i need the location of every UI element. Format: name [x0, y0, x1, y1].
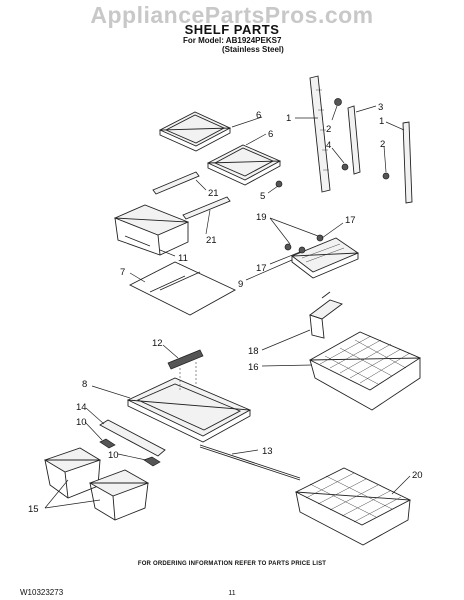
callout-12: 12: [152, 338, 163, 349]
callout-14: 14: [76, 402, 87, 413]
part-screw-5[interactable]: [275, 180, 283, 188]
part-rail-21b[interactable]: [182, 196, 231, 220]
callout-9: 9: [238, 279, 243, 290]
callout-7: 7: [120, 267, 125, 278]
document-number: W10323273: [20, 588, 64, 597]
callout-15: 15: [28, 504, 39, 515]
ordering-note: FOR ORDERING INFORMATION REFER TO PARTS …: [137, 561, 327, 567]
callout-5: 5: [260, 191, 265, 202]
callout-4: 4: [326, 140, 331, 151]
callout-19: 19: [256, 212, 267, 223]
part-upper-shelf-6b[interactable]: [206, 144, 282, 186]
callout-6a: 6: [256, 110, 261, 121]
part-wire-basket-16[interactable]: [309, 331, 421, 411]
part-rod-13[interactable]: [199, 444, 301, 479]
callout-16: 16: [248, 362, 259, 373]
part-drawer-11[interactable]: [113, 204, 190, 256]
part-crisper-15b[interactable]: [88, 469, 150, 521]
callout-11: 11: [178, 253, 188, 264]
part-slide-12[interactable]: [167, 349, 204, 370]
part-ladder-1b[interactable]: [402, 121, 413, 204]
part-clip-2[interactable]: [334, 98, 342, 106]
callout-3: 3: [378, 102, 383, 113]
part-screw-2b[interactable]: [382, 172, 390, 180]
callout-21a: 21: [208, 188, 219, 199]
callout-18: 18: [248, 346, 259, 357]
callout-10b: 10: [108, 450, 119, 461]
part-rail-21a[interactable]: [152, 171, 200, 195]
page-number: 11: [228, 590, 236, 597]
part-ladder-3[interactable]: [347, 105, 361, 175]
callout-1a: 1: [286, 113, 291, 124]
diagram-title: SHELF PARTS: [184, 22, 280, 37]
callout-1b: 1: [379, 116, 384, 127]
part-rail-10b[interactable]: [143, 456, 161, 467]
callout-2a: 2: [326, 124, 331, 135]
callout-10a: 10: [76, 417, 87, 428]
model-line: For Model: AB1924PEKS7: [183, 36, 282, 45]
callout-8: 8: [82, 379, 87, 390]
part-glass-shelf-7[interactable]: [129, 261, 236, 316]
part-screw-4[interactable]: [341, 163, 349, 171]
callout-2b: 2: [380, 139, 385, 150]
callout-6b: 6: [268, 129, 273, 140]
part-rail-10a[interactable]: [99, 438, 116, 449]
callout-17b: 17: [256, 263, 267, 274]
callout-17a: 17: [345, 215, 356, 226]
part-screw-19b[interactable]: [316, 234, 324, 242]
part-slide-18[interactable]: [309, 291, 343, 339]
watermark-text: AppliancePartsPros.com: [90, 2, 374, 28]
part-ladder-1a[interactable]: [309, 75, 331, 193]
callout-21b: 21: [206, 235, 217, 246]
part-crisper-15a[interactable]: [43, 447, 102, 499]
part-shelf-frame-8[interactable]: [126, 377, 252, 443]
callout-13: 13: [262, 446, 273, 457]
part-screw-19a[interactable]: [284, 243, 292, 251]
callout-20: 20: [412, 470, 423, 481]
finish-line: (Stainless Steel): [222, 45, 284, 54]
part-upper-shelf-6a[interactable]: [158, 111, 232, 152]
part-trim-14[interactable]: [99, 419, 166, 457]
part-bracket-9[interactable]: [291, 237, 359, 279]
part-screw-17[interactable]: [298, 246, 306, 254]
part-basket-20[interactable]: [294, 467, 412, 546]
